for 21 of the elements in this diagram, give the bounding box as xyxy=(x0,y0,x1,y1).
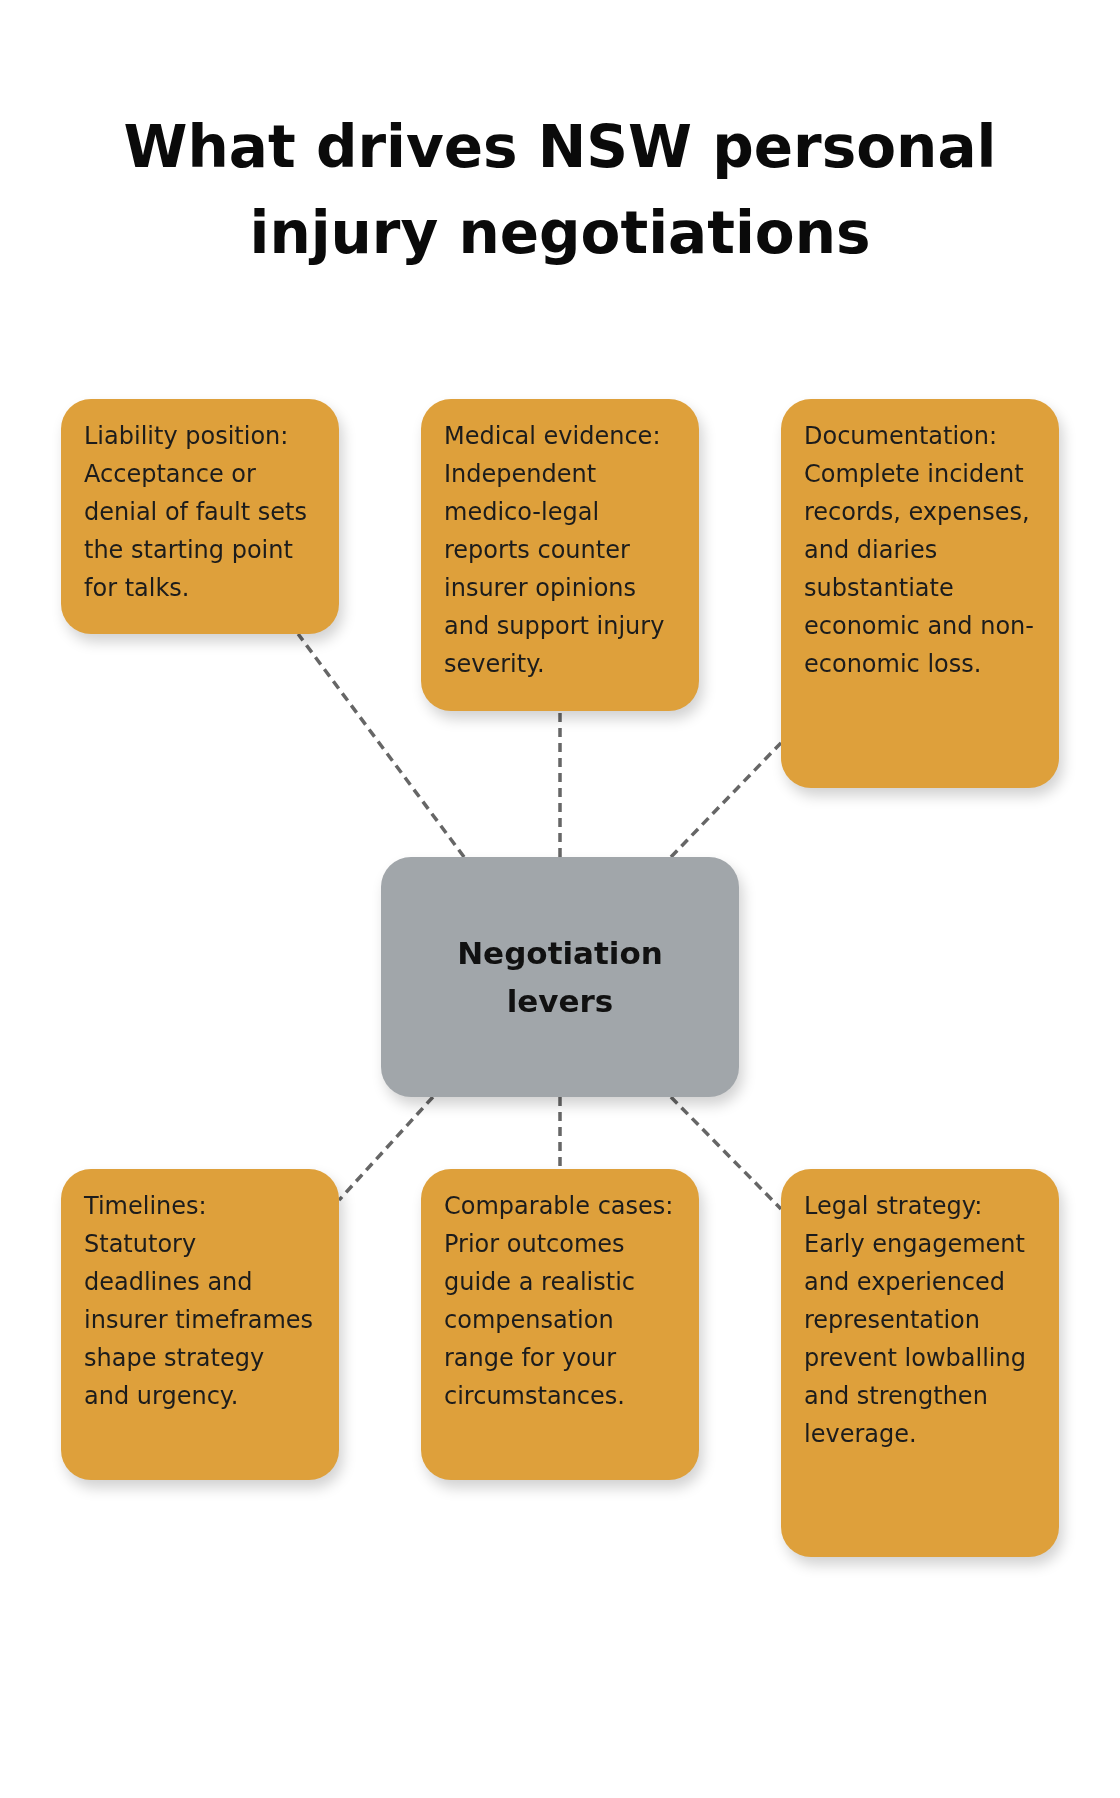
dashed-connector xyxy=(669,1095,783,1211)
dashed-connector xyxy=(558,711,562,857)
dashed-connector xyxy=(337,1095,435,1202)
factor-box xyxy=(61,1169,339,1480)
dashed-connector xyxy=(558,1097,562,1169)
factor-box xyxy=(781,399,1059,788)
factor-text: Timelines: Statutory deadlines and insurer timeframes shape strategy and urgency. xyxy=(84,1191,315,1412)
factor-text: Comparable cases: Prior outcomes guide a realistic compensation range for your circumstances. xyxy=(444,1191,675,1412)
factor-box xyxy=(781,1169,1059,1557)
factor-text: Legal strategy: Early engagement and experienced representation prevent lowballing and strengthen leverage. xyxy=(804,1191,1027,1450)
factor-box xyxy=(421,399,699,711)
central-topic-text: Negotiation levers xyxy=(456,934,664,1021)
dashed-connector xyxy=(296,632,466,859)
factor-box xyxy=(61,399,339,634)
factor-text: Documentation: Complete incident records, expenses, and diaries substantiate economic and non-economic loss. xyxy=(804,421,1035,680)
central-topic-box xyxy=(381,857,739,1097)
factor-box xyxy=(421,1169,699,1480)
diagram-title: What drives NSW personal injury negotiations xyxy=(122,112,998,269)
factor-text: Liability position: Acceptance or denial of fault sets the starting point for talks. xyxy=(84,421,308,604)
factor-text: Medical evidence: Independent medico-legal reports counter insurer opinions and support injury severity. xyxy=(444,421,666,680)
dashed-connector xyxy=(669,741,783,859)
